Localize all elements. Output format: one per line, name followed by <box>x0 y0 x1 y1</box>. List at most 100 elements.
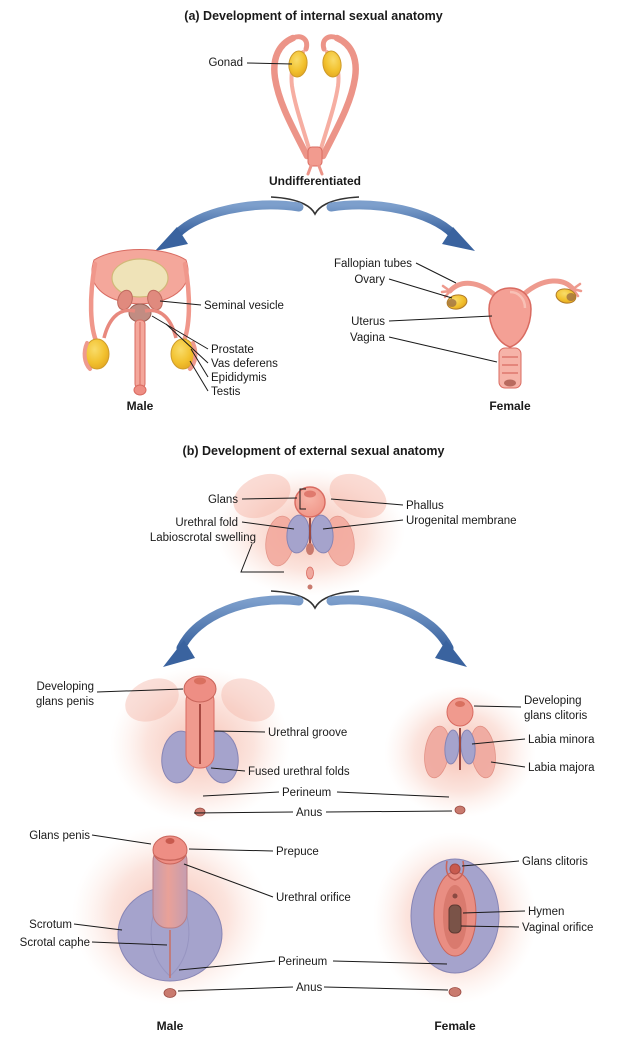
leader-gonad <box>246 62 293 65</box>
leader-anus-dev-right <box>325 810 453 813</box>
labioscrotal-swelling-label: Labioscrotal swelling <box>149 532 256 544</box>
leader-perineum-final-right <box>332 960 448 965</box>
leader-ovary <box>388 278 453 299</box>
prostate-label: Prostate <box>211 344 254 356</box>
anus-final-label: Anus <box>296 982 323 994</box>
developing-female-figure <box>384 686 536 818</box>
uterus-label: Uterus <box>351 316 385 328</box>
vagina <box>498 347 522 389</box>
fimbriae-right <box>571 282 583 298</box>
phallus-bracket <box>299 488 306 510</box>
leader-epididymis <box>190 348 209 378</box>
scrotum-label: Scrotum <box>29 919 72 931</box>
perineum-tail <box>306 566 314 580</box>
anus-dev-female <box>454 805 466 815</box>
leader-developing-glans-clitoris <box>473 705 522 708</box>
arrowhead-b-right <box>435 640 467 667</box>
arrowhead-a-right <box>442 227 475 251</box>
leader-labia-minora <box>471 738 526 745</box>
anus-developing-label: Anus <box>296 807 323 819</box>
undifferentiated-caption: Undifferentiated <box>268 174 361 188</box>
leader-seminal-vesicle <box>159 300 202 306</box>
brace-b <box>270 590 360 610</box>
perineum-final-label: Perineum <box>278 956 328 968</box>
perineum-developing-label: Perineum <box>282 787 332 799</box>
anus-male <box>163 988 177 998</box>
leader-perineum-dev-left <box>202 791 280 797</box>
arrowhead-b-left <box>163 640 195 667</box>
adult-female-figure <box>373 832 537 1004</box>
testis-label: Testis <box>211 386 241 398</box>
urogenital-membrane-shape <box>306 543 314 555</box>
leader-vas-deferens <box>165 323 209 364</box>
glans-penis-shape <box>152 835 188 865</box>
epididymis-label: Epididymis <box>211 372 267 384</box>
labia-majora-label: Labia majora <box>528 762 595 774</box>
leader-fallopian-tubes <box>415 262 457 284</box>
duct-right <box>180 261 192 346</box>
urethral-orifice-dot <box>165 838 175 844</box>
developing-male-figure <box>110 667 290 823</box>
urethral-fold-label: Urethral fold <box>175 517 238 529</box>
leader-urethral-groove <box>213 730 266 733</box>
leader-vagina <box>388 336 498 363</box>
vas-deferens-left <box>102 308 136 339</box>
urethral-fold-right <box>310 514 334 554</box>
leader-developing-glans-penis <box>96 688 184 693</box>
anus-female <box>448 987 462 997</box>
male-external-caption: Male <box>156 1019 184 1033</box>
seminal-vesicle-left <box>117 289 133 311</box>
developing-glans-clitoris-label: Developing glans clitoris <box>524 695 588 722</box>
male-internal-caption: Male <box>126 399 154 413</box>
urethral-orifice-label: Urethral orifice <box>276 892 351 904</box>
developing-glans-penis-shape <box>183 675 217 703</box>
leader-hymen <box>462 910 526 914</box>
vaginal-orifice-shape <box>448 904 462 934</box>
labia-minora-label: Labia minora <box>528 734 595 746</box>
leader-labioscrotal-swelling <box>240 543 284 573</box>
leader-vaginal-orifice <box>460 925 520 928</box>
developing-glans-penis-label: Developing glans penis <box>35 681 94 708</box>
leader-urethral-orifice <box>183 863 274 898</box>
leader-scrotum <box>73 923 123 931</box>
glans-label: Glans <box>207 494 238 506</box>
epididymis-left <box>82 341 92 371</box>
adult-male-figure <box>72 825 268 1005</box>
scrotal-raphe-label: Scrotal caphe <box>19 937 90 949</box>
fallopian-tube-right <box>521 278 576 297</box>
leader-lines <box>73 62 526 992</box>
leader-anus-final-right <box>323 986 449 991</box>
prepuce-fold <box>153 854 187 861</box>
labia-minora-right <box>460 729 476 765</box>
vaginal-orifice-label: Vaginal orifice <box>522 922 594 934</box>
glans-clitoris-label: Glans clitoris <box>522 856 588 868</box>
developing-glans-clitoris-shape <box>446 697 474 727</box>
urethral-fold-left <box>286 514 310 554</box>
uterus <box>488 287 532 348</box>
section-a-title: (a) Development of internal sexual anato… <box>184 9 443 23</box>
fork-arrow-b <box>176 595 454 653</box>
seminal-vesicle-right <box>147 289 163 311</box>
leader-urethral-fold <box>241 521 295 530</box>
seminal-vesicle-label: Seminal vesicle <box>204 300 284 312</box>
leader-testis <box>189 360 209 392</box>
leader-uterus <box>388 315 493 322</box>
anus-dev-male <box>194 807 206 817</box>
leader-perineum-final-left <box>178 960 276 971</box>
penis-tip <box>133 384 147 396</box>
glans-clitoris-shape <box>449 863 461 875</box>
hymen-label: Hymen <box>528 906 565 918</box>
labia-minora-left <box>444 729 460 765</box>
undifferentiated-external-figure <box>215 468 405 596</box>
leader-anus-final-left <box>177 986 294 992</box>
leader-glans-penis <box>91 834 152 845</box>
leader-labia-majora <box>490 761 526 768</box>
duct-left <box>88 261 100 346</box>
glans-penis-label: Glans penis <box>29 830 90 842</box>
prostate <box>128 303 152 323</box>
urogenital-membrane-label: Urogenital membrane <box>406 515 517 527</box>
fused-urethral-folds-label: Fused urethral folds <box>248 766 350 778</box>
uterovaginal-canal <box>307 146 323 167</box>
male-internal-figure <box>82 249 198 396</box>
